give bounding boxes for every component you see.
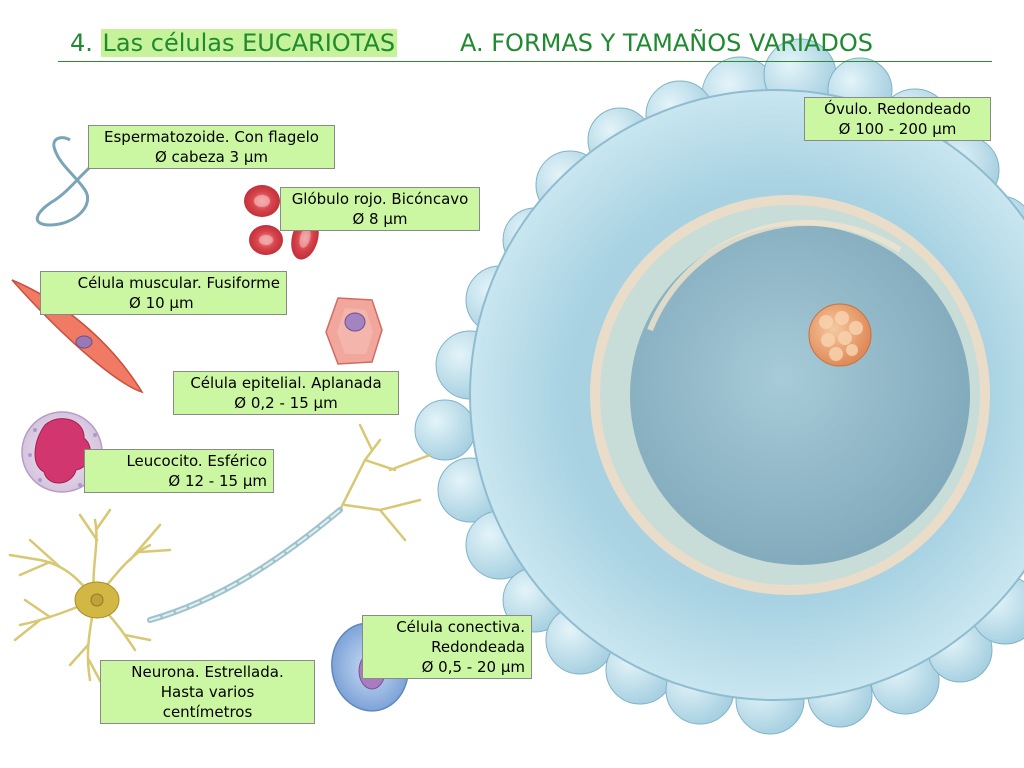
ovum-label-line1: Óvulo. Redondeado bbox=[824, 100, 971, 118]
sperm-label-line2: Ø cabeza 3 μm bbox=[154, 148, 269, 166]
title-underline bbox=[58, 61, 992, 62]
neuron-illustration bbox=[8, 423, 432, 692]
section-title: A. FORMAS Y TAMAÑOS VARIADOS bbox=[460, 29, 874, 57]
neuron-label: Neurona. Estrellada. Hasta varios centím… bbox=[100, 660, 315, 724]
neuron-label-line3: centímetros bbox=[162, 703, 253, 721]
epithelial-cell-label-line2: Ø 0,2 - 15 μm bbox=[234, 394, 338, 412]
epithelial-cell-illustration bbox=[325, 297, 383, 365]
connective-cell-label-line2: Redondeada bbox=[431, 638, 525, 656]
neuron-label-line2: Hasta varios bbox=[160, 683, 255, 701]
epithelial-cell-label-line1: Célula epitelial. Aplanada bbox=[190, 374, 382, 392]
red-blood-cell-label-line1: Glóbulo rojo. Bicóncavo bbox=[291, 190, 469, 208]
leukocyte-label: Leucocito. Esférico Ø 12 - 15 μm bbox=[84, 449, 274, 493]
epithelial-cell-label: Célula epitelial. Aplanada Ø 0,2 - 15 μm bbox=[173, 371, 399, 415]
title-text: Las células EUCARIOTAS bbox=[100, 29, 398, 57]
connective-cell-label: Célula conectiva. Redondeada Ø 0,5 - 20 … bbox=[362, 615, 532, 679]
neuron-label-line1: Neurona. Estrellada. bbox=[131, 663, 284, 681]
muscle-cell-label: Célula muscular. Fusiforme Ø 10 μm bbox=[40, 271, 287, 315]
leukocyte-label-line2: Ø 12 - 15 μm bbox=[168, 472, 267, 490]
ovum-label-line2: Ø 100 - 200 μm bbox=[838, 120, 957, 138]
title-number: 4. bbox=[70, 29, 93, 57]
muscle-cell-label-line1: Célula muscular. Fusiforme bbox=[77, 274, 280, 292]
leukocyte-label-line1: Leucocito. Esférico bbox=[126, 452, 267, 470]
muscle-cell-label-line2: Ø 10 μm bbox=[129, 294, 194, 312]
neuron-nucleus bbox=[90, 593, 104, 607]
red-blood-cell-label: Glóbulo rojo. Bicóncavo Ø 8 μm bbox=[280, 187, 480, 231]
sperm-label-line1: Espermatozoide. Con flagelo bbox=[104, 128, 319, 146]
sperm-label: Espermatozoide. Con flagelo Ø cabeza 3 μ… bbox=[88, 125, 335, 169]
ovum-label: Óvulo. Redondeado Ø 100 - 200 μm bbox=[804, 97, 991, 141]
connective-cell-label-line3: Ø 0,5 - 20 μm bbox=[421, 658, 525, 676]
page-title: 4. Las células EUCARIOTAS bbox=[70, 26, 398, 60]
leukocyte-illustration bbox=[21, 411, 103, 493]
red-blood-cell-label-line2: Ø 8 μm bbox=[352, 210, 408, 228]
connective-cell-label-line1: Célula conectiva. bbox=[396, 618, 525, 636]
